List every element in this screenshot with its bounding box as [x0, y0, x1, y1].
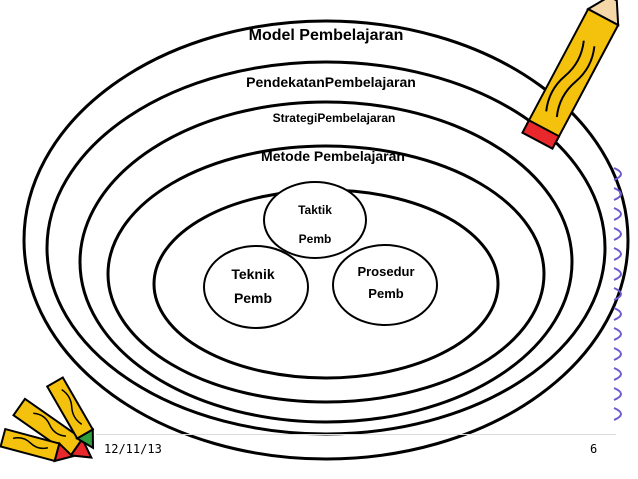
- crayons-clipart-icon: [0, 376, 95, 463]
- ring-metode: [106, 144, 546, 404]
- circle-teknik: [203, 245, 309, 329]
- label-metode: Metode Pembelajaran: [261, 148, 405, 164]
- footer-date: 12/11/13: [104, 442, 162, 456]
- ring-model: [22, 19, 630, 461]
- footer-divider: [96, 434, 616, 435]
- circle-taktik: [263, 181, 367, 259]
- title-model: Model Pembelajaran: [249, 27, 404, 44]
- ring-strategi: [78, 100, 574, 424]
- circle-prosedur: [332, 244, 438, 326]
- label-teknik-1: Teknik: [231, 266, 275, 282]
- label-taktik-2: Pemb: [299, 232, 332, 246]
- pencil-clipart-icon: [521, 0, 620, 150]
- spiral-binding-icon: [613, 167, 622, 421]
- footer-page-number: 6: [590, 442, 598, 456]
- label-prosedur-1: Prosedur: [357, 264, 414, 279]
- label-taktik-1: Taktik: [298, 203, 332, 217]
- label-pendekatan: PendekatanPembelajaran: [246, 74, 416, 90]
- label-strategi: StrategiPembelajaran: [273, 111, 396, 125]
- label-teknik-2: Pemb: [234, 290, 272, 306]
- label-prosedur-2: Pemb: [368, 286, 403, 301]
